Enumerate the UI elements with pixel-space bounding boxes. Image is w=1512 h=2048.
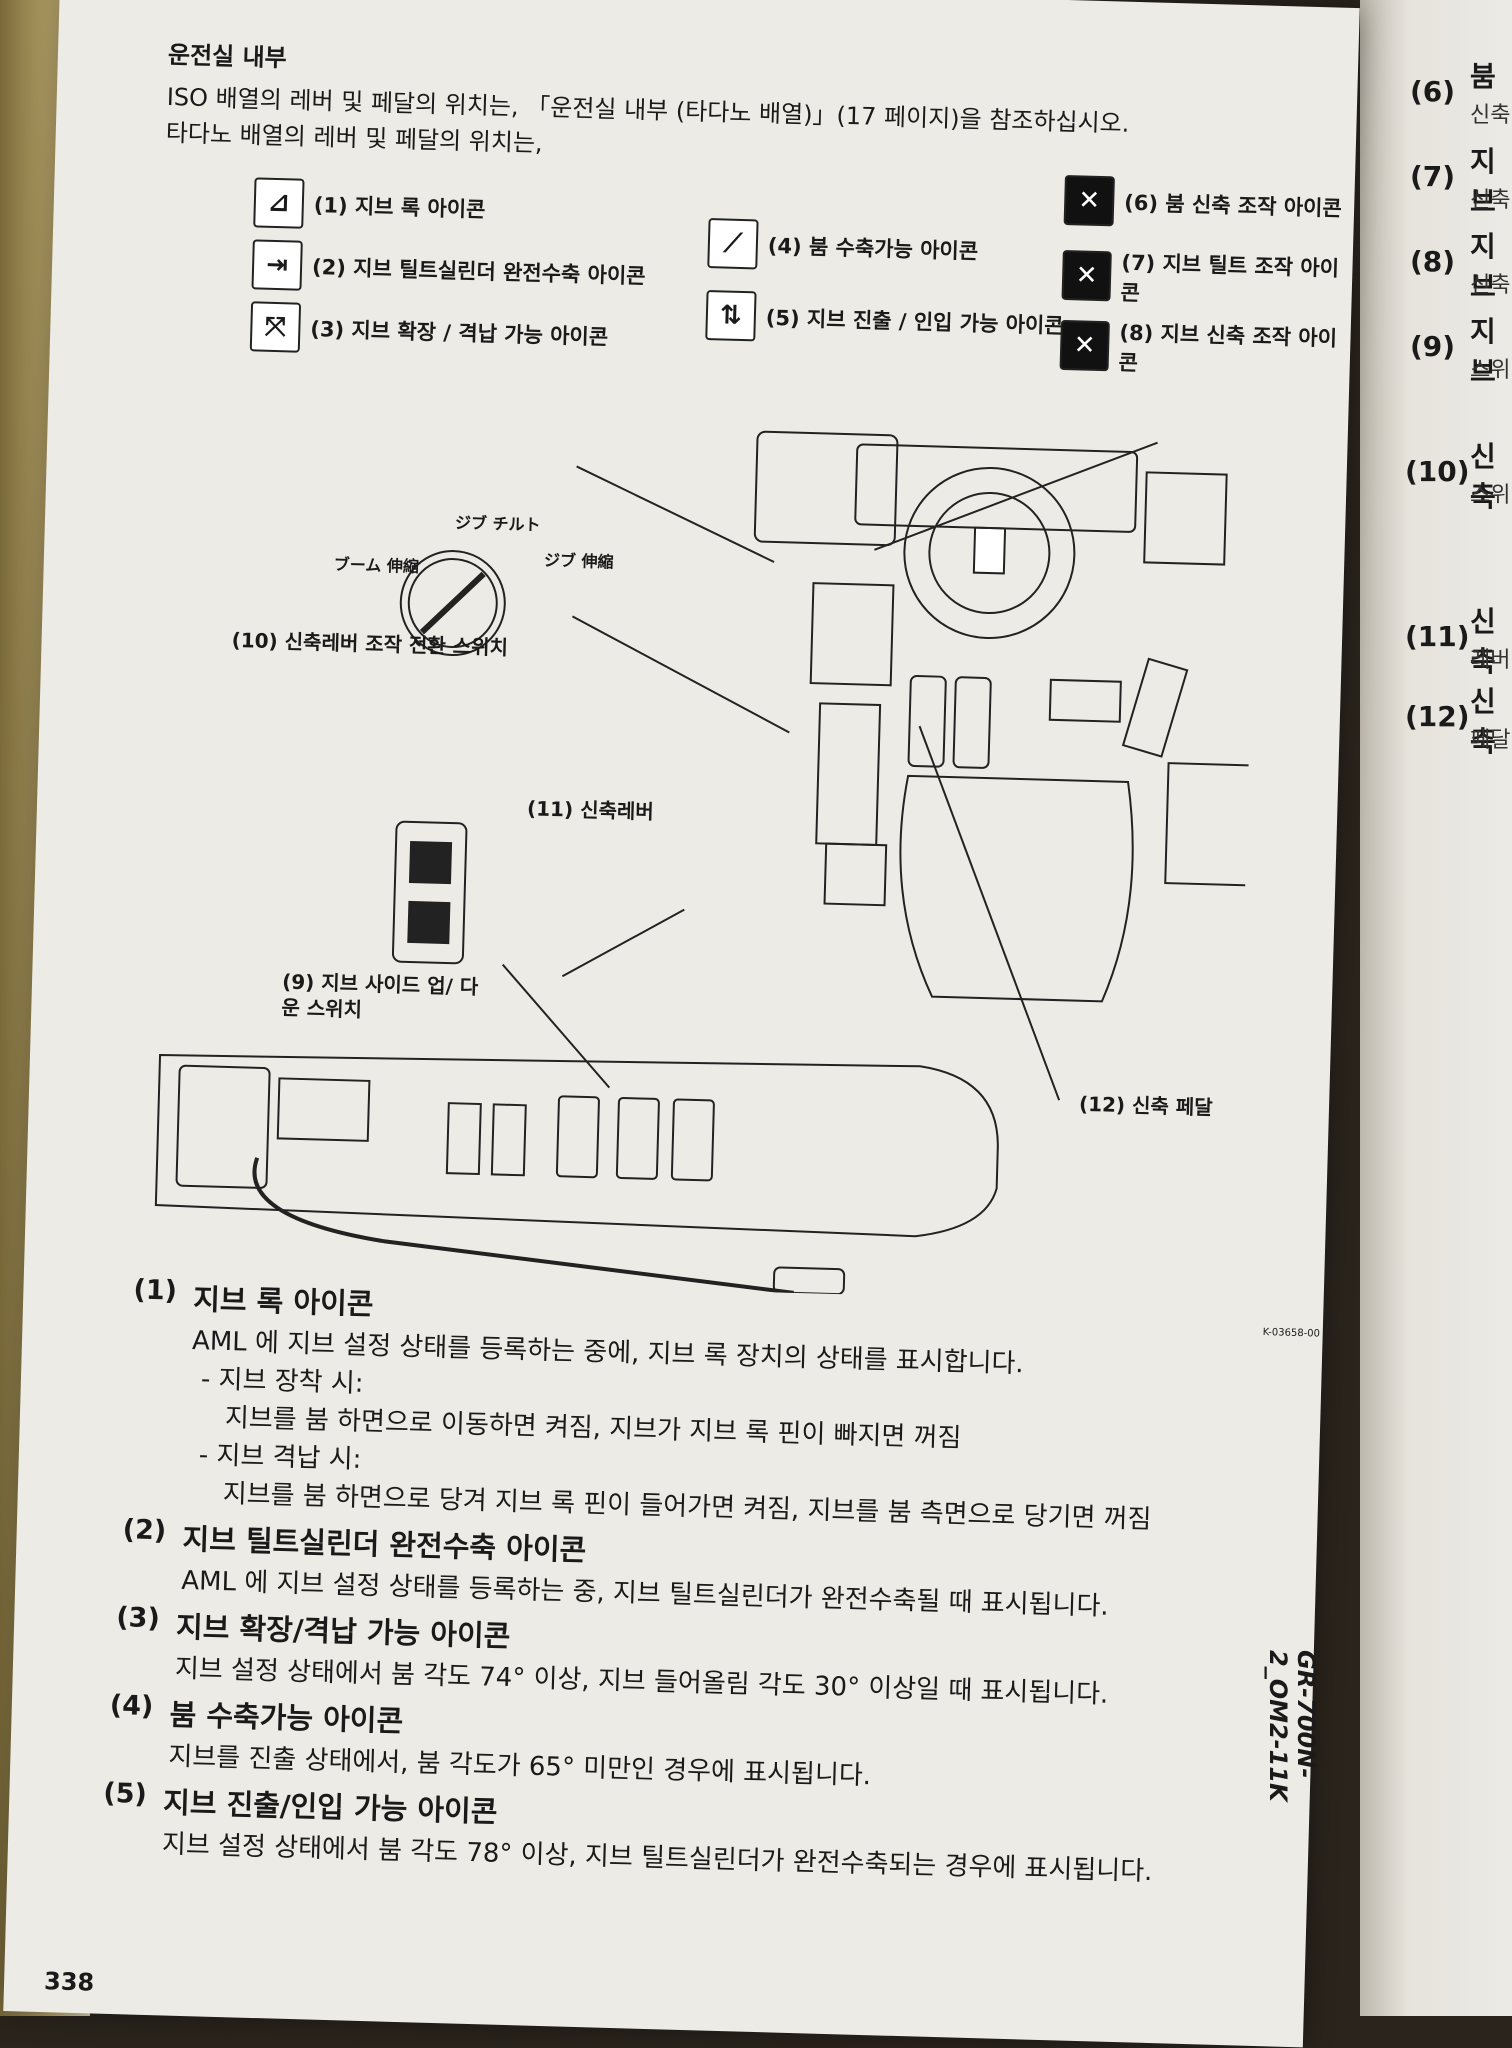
jib-lock-icon: ⊿ [253,177,305,229]
adjacent-row-title: 신축 [1470,440,1496,513]
adjacent-row-sub: 신축 [1470,273,1511,298]
boom-retract-icon: ⟋ [707,218,759,270]
callout-11-lever: (11) 신축레버 [526,796,655,824]
section-title: 지브 확장/격납 가능 아이콘 [175,1609,511,1654]
adjacent-row-title: 신축 [1470,605,1496,678]
section-title: 붐 수축가능 아이콘 [169,1697,404,1739]
adjacent-row-sub: 스위 [1470,483,1511,508]
legend-icon-1: ⊿ (1) 지브 록 아이콘 [253,177,486,233]
dial-label-tilt: ジブ チルト [454,513,541,535]
manual-page: 운전실 내부 ISO 배열의 레버 및 페달의 위치는, 「운전실 내부 (타다… [3,0,1360,2048]
adjacent-row-title: 지브 [1470,315,1496,388]
callout-12-pedal: (12) 신축 페달 [1078,1091,1213,1120]
section-number: (5) [102,1777,148,1810]
adjacent-row-sub: 스위 [1470,358,1511,383]
figure-code: K-03658-00 [1262,1326,1321,1340]
adjacent-row-number: (8) [1410,245,1456,278]
section-title: 지브 진출/인입 가능 아이콘 [162,1785,498,1829]
legend-icon-8: ✕ (8) 지브 신축 조작 아이콘 [1059,315,1351,383]
dial-label-jib: ジブ 伸縮 [543,550,614,572]
jib-telescope-icon: ✕ [1059,319,1110,372]
legend-icon-2: ⇥ (2) 지브 틸트실린더 완전수축 아이콘 [251,239,646,300]
adjacent-row-sub: 페달 [1470,728,1511,753]
adjacent-row-number: (9) [1410,330,1456,363]
adjacent-row-number: (10) [1405,455,1470,488]
adjacent-row-title: 지브 [1470,145,1496,218]
section-number: (1) [133,1274,178,1307]
selector-dial [399,550,506,657]
dial-label-boom: ブーム 伸縮 [333,554,420,577]
legend-icon-6: ✕ (6) 붐 신축 조작 아이콘 [1063,174,1343,233]
page-number: 338 [43,1967,95,1997]
section-number: (3) [115,1602,161,1635]
section-line: - 지브 격납 시: [198,1440,362,1475]
boom-telescope-icon: ✕ [1063,174,1115,227]
jib-inout-icon: ⇅ [705,290,757,342]
callout-9-updown: (9) 지브 사이드 업/ 다운 스위치 [281,969,479,1022]
adjacent-row-sub: 신축 [1470,103,1511,128]
legend-icon-3: ⤧ (3) 지브 확장 / 격납 가능 아이콘 [249,301,609,361]
section-number: (4) [109,1689,154,1723]
adjacent-row-sub: 레버 [1470,648,1511,673]
section-line: 지브 설정 상태에서 붐 각도 78° 이상, 지브 틸트실린더가 완전수축되는… [161,1829,1153,1888]
document-code: GR-700N-2_OM2-11K [1264,1650,1320,1802]
section-title: 지브 록 아이콘 [192,1282,374,1322]
adjacent-page [1360,0,1512,2016]
adjacent-row-number: (6) [1410,75,1456,108]
tilt-cylinder-icon: ⇥ [251,239,303,291]
section-line: - 지브 장착 시: [200,1364,364,1399]
adjacent-row-sub: 신축 [1470,188,1511,213]
legend-icon-4: ⟋ (4) 붐 수축가능 아이콘 [707,218,979,276]
adjacent-row-number: (11) [1405,620,1470,653]
page-title: 운전실 내부 [167,40,288,73]
section-number: (2) [122,1514,167,1547]
jib-tilt-icon: ✕ [1061,249,1112,302]
legend-icon-7: ✕ (7) 지브 틸트 조작 아이콘 [1061,245,1353,313]
legend-icon-5: ⇅ (5) 지브 진출 / 인입 가능 아이콘 [705,290,1064,350]
adjacent-row-title: 지브 [1470,230,1496,303]
adjacent-row-title: 붐 [1470,60,1496,93]
adjacent-row-number: (12) [1405,700,1470,733]
side-updown-switch [391,820,468,965]
adjacent-row-title: 신축 [1470,685,1496,758]
jib-extend-icon: ⤧ [249,301,302,353]
adjacent-row-number: (7) [1410,160,1456,193]
cab-interior-diagram [154,430,1260,1296]
